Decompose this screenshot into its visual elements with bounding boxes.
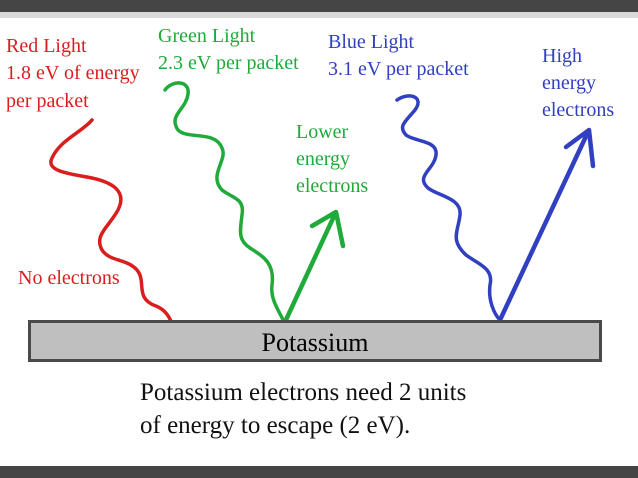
high-energy-label: energy (542, 72, 597, 94)
potassium-label: Potassium (261, 328, 369, 357)
high-energy-arrowhead (563, 127, 596, 169)
caption-line-2: of energy to escape (2 eV). (140, 412, 411, 439)
blue-light-label: Blue Light (328, 31, 415, 53)
red-light-label: Red Light (6, 35, 87, 57)
slide-top-border (0, 0, 638, 12)
potassium-plate: Potassium (28, 320, 602, 362)
blue-light-wave (395, 94, 502, 322)
green-light-energy: 2.3 eV per packet (158, 52, 299, 74)
lower-energy-label: energy (296, 148, 351, 170)
green-light-wave (163, 81, 287, 326)
lower-energy-electron-arrow (282, 211, 338, 325)
blue-light-energy: 3.1 eV per packet (328, 58, 469, 80)
slide-bottom-border (0, 466, 638, 478)
high-label: High (542, 45, 582, 67)
lower-label: Lower (296, 121, 349, 143)
red-light-packet: per packet (6, 90, 89, 112)
lower-energy-arrowhead (309, 209, 346, 249)
high-electrons-label: electrons (542, 99, 615, 121)
red-light-energy: 1.8 eV of energy (6, 62, 140, 84)
slide-top-stripe (0, 12, 638, 18)
high-energy-electron-arrow (497, 129, 591, 323)
no-electrons-label: No electrons (18, 267, 120, 289)
caption: Potassium electrons need 2 units of ener… (140, 376, 580, 442)
green-light-label: Green Light (158, 25, 256, 47)
red-light-wave (49, 118, 174, 326)
caption-line-1: Potassium electrons need 2 units (140, 379, 467, 406)
lower-electrons-label: electrons (296, 175, 369, 197)
